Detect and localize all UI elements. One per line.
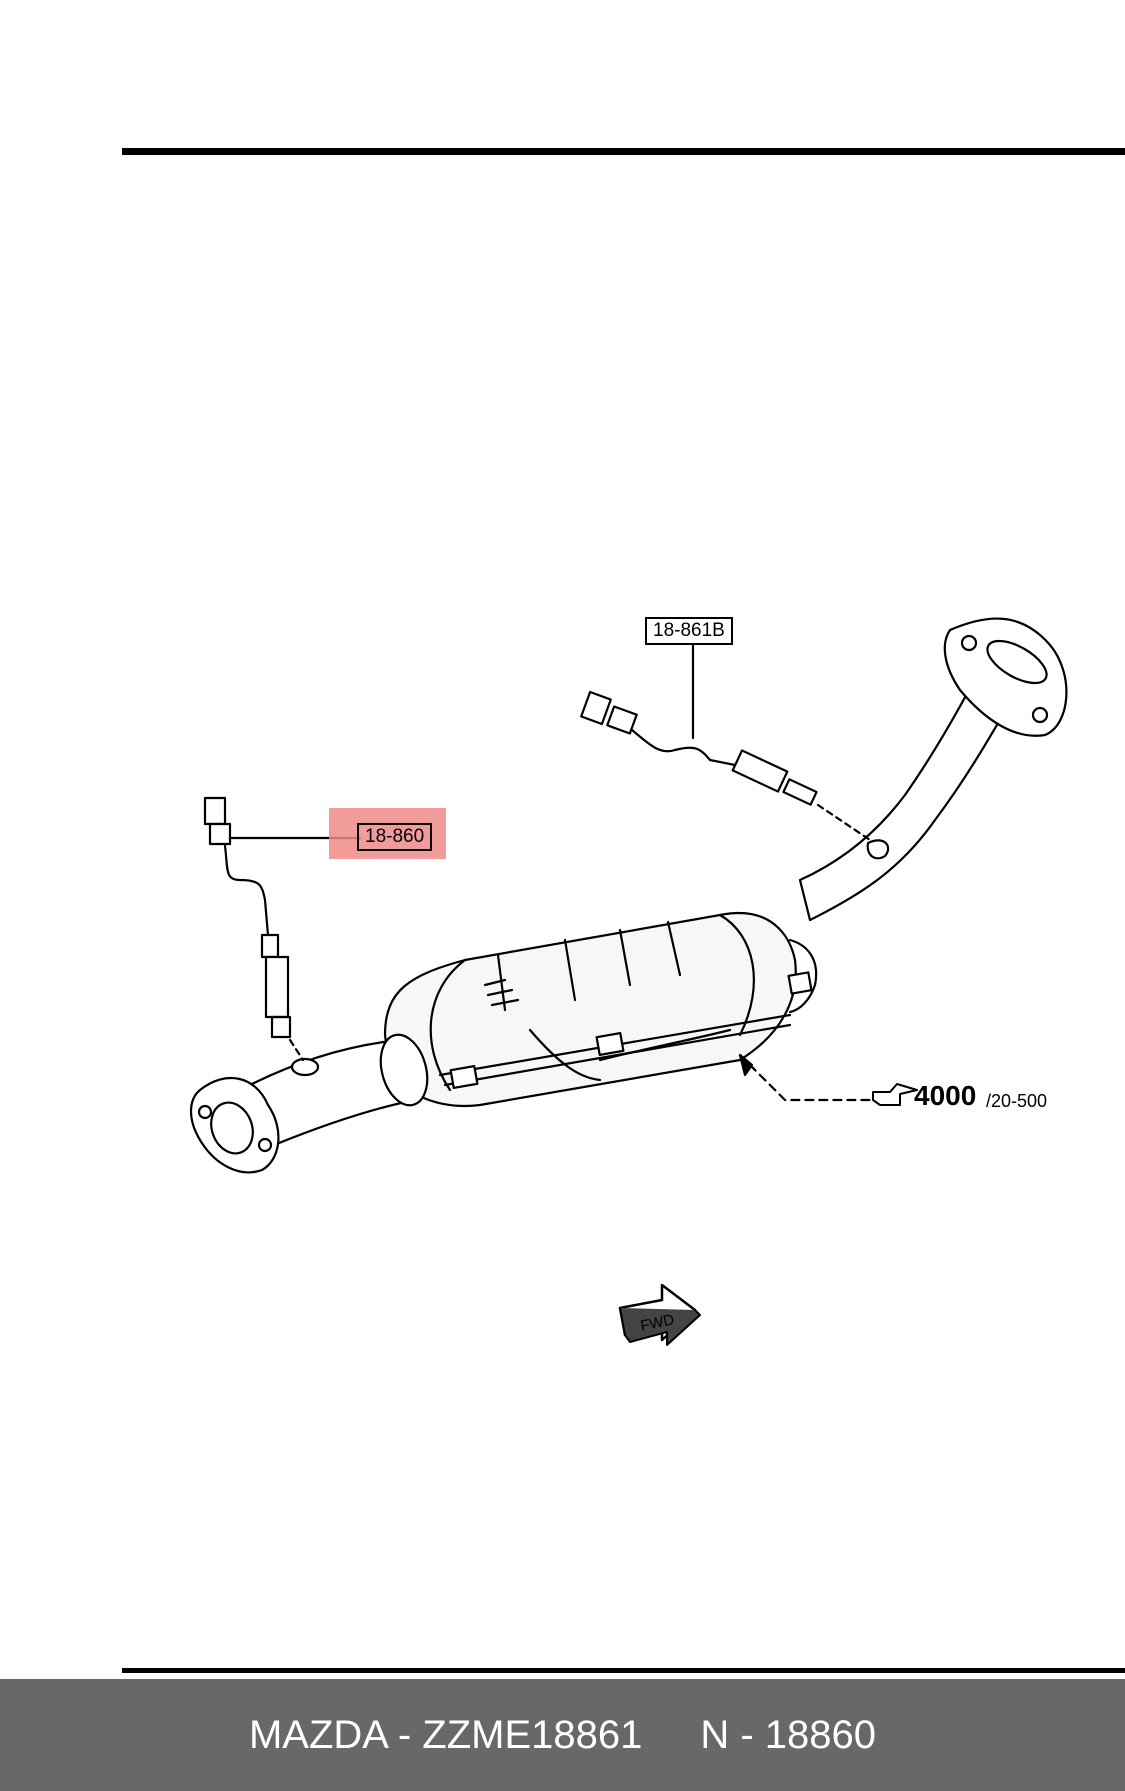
front-oxygen-sensor [203,796,362,1062]
torque-unit: /20-500 [986,1091,1048,1111]
footer-bar: MAZDA - ZZME18861 N - 18860 [0,1679,1125,1791]
footer-diagram-ref: N - 18860 [700,1712,877,1757]
catalytic-converter [383,912,818,1107]
hand-pointer-icon [872,1083,918,1106]
fwd-label: FWD [639,1311,676,1335]
callout-18-860: 18-860 [357,823,433,851]
torque-value: 4000 [914,1080,977,1111]
bottom-rule [122,1668,1125,1673]
forward-arrow-icon [618,1283,701,1346]
rear-oxygen-sensor [580,643,872,842]
callout-18-861b: 18-861B [645,617,733,645]
front-pipe [189,1033,429,1174]
rear-pipe [798,617,1068,922]
top-rule [122,148,1125,155]
footer-part-ref: MAZDA - ZZME18861 [248,1712,643,1757]
